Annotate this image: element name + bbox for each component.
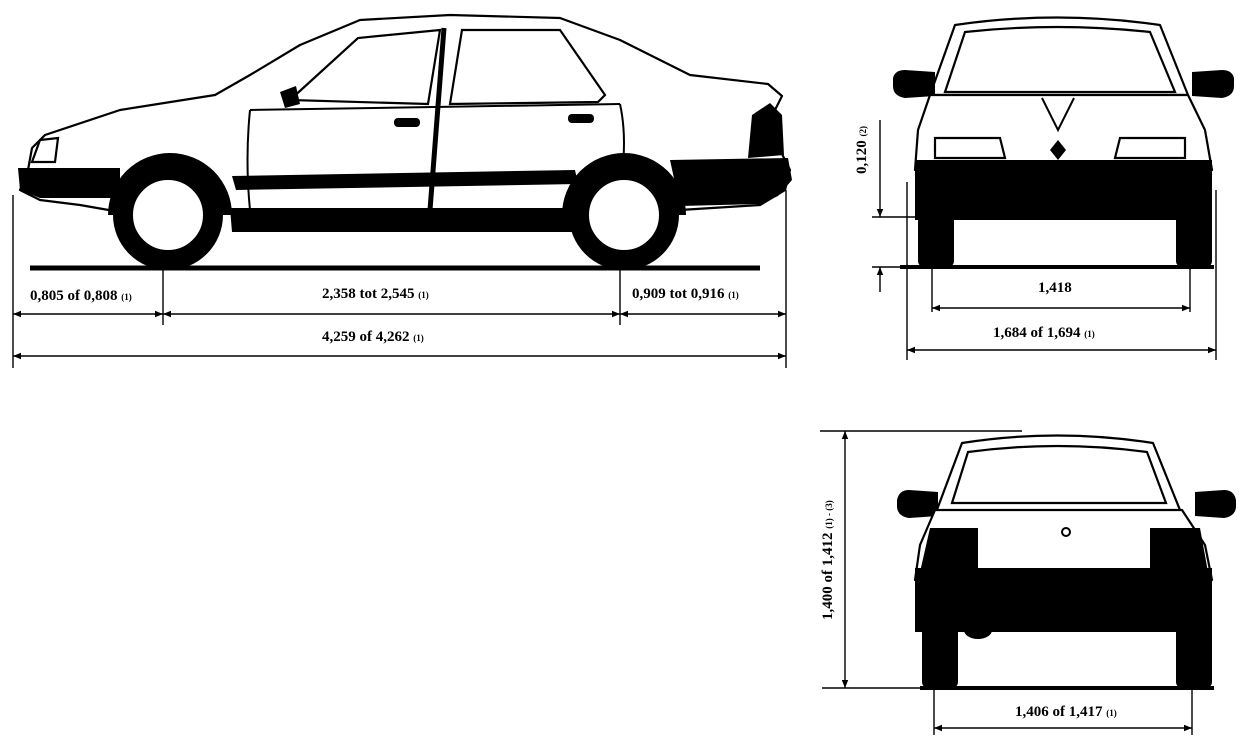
rear-overhang-label: 0,909 tot 0,916 (1) — [632, 286, 739, 302]
side-rear-wheel-arch — [562, 153, 686, 215]
side-front-window — [287, 28, 442, 106]
overall-width-label: 1,684 of 1,694 (1) — [993, 325, 1095, 341]
rear-left-tail-light — [920, 528, 978, 572]
front-left-mirror — [893, 70, 935, 98]
wheelbase-label: 2,358 tot 2,545 (1) — [322, 286, 429, 302]
rear-left-mirror — [897, 490, 938, 518]
rear-left-tyre — [922, 625, 958, 688]
front-bumper — [915, 160, 1212, 220]
rear-right-tail-light — [1150, 528, 1208, 572]
side-tail-light — [748, 103, 784, 158]
side-body-strip — [232, 170, 578, 190]
overall-length-label: 4,259 of 4,262 (1) — [322, 329, 424, 345]
side-rear-door-handle — [568, 114, 594, 123]
side-front-bumper — [18, 168, 120, 198]
ground-clearance-label: 0,120 (2) — [854, 126, 870, 174]
rear-right-mirror — [1195, 490, 1236, 518]
rear-dimension-lines — [822, 431, 1193, 735]
rear-view-car — [820, 430, 1236, 690]
rear-window — [950, 444, 1168, 505]
side-front-wheel — [113, 160, 223, 270]
side-dimension-lines — [12, 190, 787, 368]
side-rocker-panel — [230, 208, 610, 232]
front-view-car — [893, 16, 1234, 269]
side-mirror — [280, 86, 300, 108]
rear-right-tyre — [1176, 625, 1212, 688]
front-left-tyre — [918, 205, 954, 267]
front-dimension-lines — [872, 120, 1217, 360]
front-right-tyre — [1176, 205, 1212, 267]
front-right-headlight — [1113, 136, 1187, 160]
rear-track-label: 1,406 of 1,417 (1) — [1015, 704, 1117, 720]
front-badge — [1050, 140, 1066, 160]
side-rear-window — [448, 28, 607, 106]
side-rear-wheel — [569, 160, 679, 270]
front-overhang-label: 0,805 of 0,808 (1) — [30, 288, 132, 304]
front-right-mirror — [1192, 70, 1234, 98]
overall-height-label: 1,400 of 1,412 (1) - (3) — [820, 500, 836, 620]
rear-bumper — [915, 568, 1212, 632]
side-view-car — [18, 13, 792, 271]
front-left-headlight — [933, 136, 1007, 160]
front-track-label: 1,418 — [1038, 280, 1072, 296]
front-windshield — [943, 25, 1177, 94]
side-headlight — [30, 136, 60, 164]
side-rear-bumper — [670, 158, 792, 206]
side-front-door-handle — [394, 118, 420, 127]
